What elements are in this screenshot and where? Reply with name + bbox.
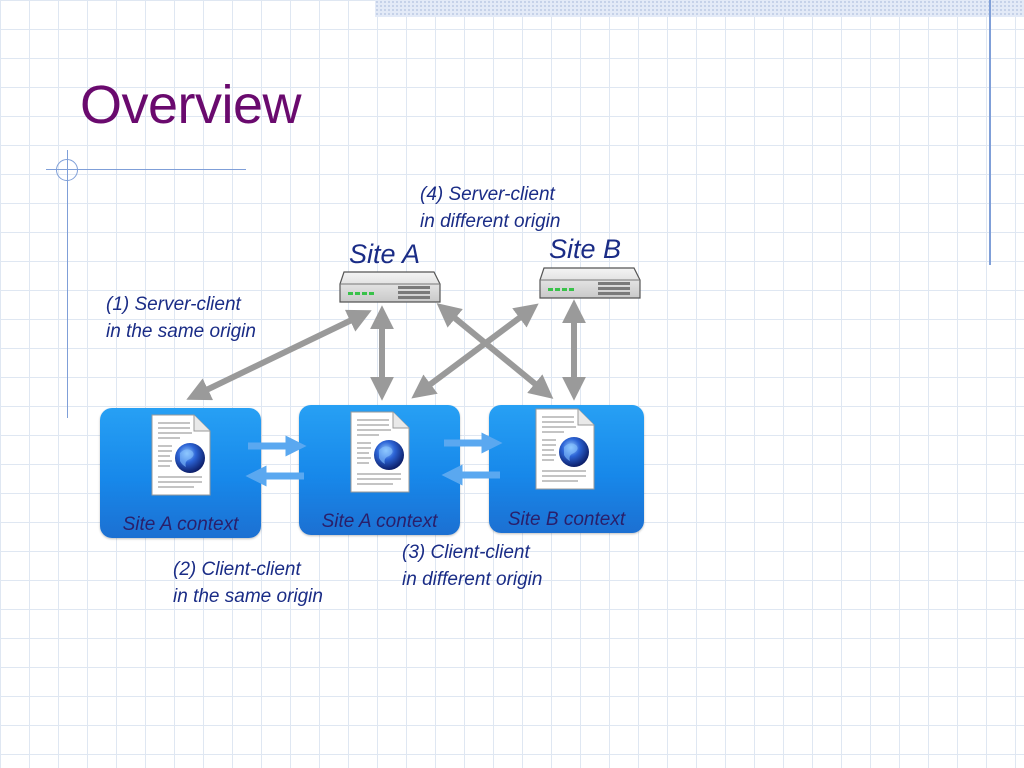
arrow-server-a-to-context-3 xyxy=(436,303,554,399)
annotation-line: in different origin xyxy=(420,211,561,232)
web-document-icon xyxy=(534,407,596,495)
arrow-server-b-to-context-2 xyxy=(411,303,539,399)
annotation-line: (4) Server-client xyxy=(420,184,555,205)
annotation-line: (2) Client-client xyxy=(173,559,301,580)
server-icon xyxy=(339,271,441,303)
annotation-line: (1) Server-client xyxy=(106,294,241,315)
context-box-2: Site A context xyxy=(299,405,460,535)
server-icon xyxy=(539,267,641,299)
right-accent-line xyxy=(989,0,991,265)
server-label-site-b: Site B xyxy=(549,234,622,264)
annotation-line: in the same origin xyxy=(106,321,256,342)
web-document-icon xyxy=(349,410,411,498)
globe-icon xyxy=(175,443,205,473)
accent-circle xyxy=(56,159,78,181)
globe-icon xyxy=(559,437,589,467)
context-label: Site B context xyxy=(507,509,626,530)
context-label: Site A context xyxy=(321,511,438,532)
arrow-server-a-to-context-1 xyxy=(186,309,372,401)
annotation-line: in the same origin xyxy=(173,586,323,607)
context-box-3: Site B context xyxy=(489,405,644,533)
context-label: Site A context xyxy=(122,514,239,535)
server-label-site-a: Site A xyxy=(349,239,421,269)
left-accent-line xyxy=(67,150,68,418)
context-box-1: Site A context xyxy=(100,408,261,538)
annotation-line: in different origin xyxy=(402,569,543,590)
web-document-icon xyxy=(150,413,212,501)
header-pattern-band xyxy=(375,0,1024,17)
annotation-client-client-different-origin: (3) Client-client in different origin xyxy=(402,539,542,593)
globe-icon xyxy=(374,440,404,470)
annotation-client-client-same-origin: (2) Client-client in the same origin xyxy=(173,556,323,610)
annotation-line: (3) Client-client xyxy=(402,542,530,563)
annotation-server-client-different-origin: (4) Server-client in different origin xyxy=(420,181,560,235)
annotation-server-client-same-origin: (1) Server-client in the same origin xyxy=(106,291,256,345)
title-underline xyxy=(46,169,246,170)
slide-title: Overview xyxy=(80,75,302,135)
